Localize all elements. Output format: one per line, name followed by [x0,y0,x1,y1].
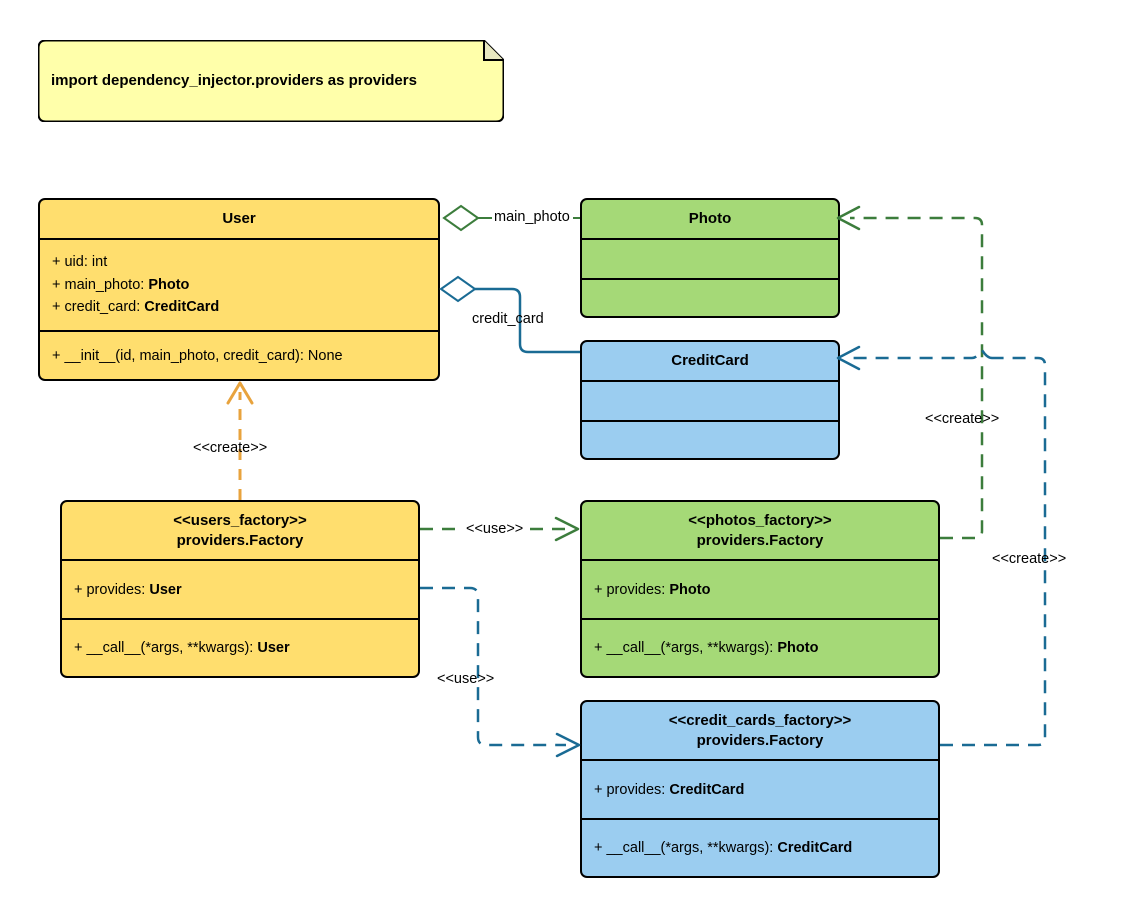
class-photo-attributes [582,240,838,280]
users-factory-call: + __call__(*args, **kwargs): User [74,640,290,656]
class-box-credit-cards-factory[interactable]: <<credit_cards_factory>> providers.Facto… [580,700,940,878]
credit-cards-factory-name: providers.Factory [696,731,824,749]
class-box-user[interactable]: User + uid: int + main_photo: Photo + cr… [38,198,440,381]
method-init: + __init__(id, main_photo, credit_card):… [52,347,343,364]
photos-factory-stereotype: <<photos_factory>> [688,511,832,529]
users-factory-methods: + __call__(*args, **kwargs): User [62,620,418,676]
class-photo-header: Photo [582,200,838,240]
users-factory-header: <<users_factory>> providers.Factory [62,502,418,561]
edge-label-credit-card: credit_card [472,311,544,327]
credit-cards-factory-methods: + __call__(*args, **kwargs): CreditCard [582,820,938,876]
class-user-methods: + __init__(id, main_photo, credit_card):… [40,332,438,379]
credit-cards-factory-call-type: CreditCard [777,840,853,856]
attribute-uid: + uid: int [52,254,108,271]
attribute-credit-card: + credit_card: CreditCard [52,299,220,316]
relation-photos-factory-create [836,205,984,540]
import-note: import dependency_injector.providers as … [38,40,504,122]
users-factory-attributes: + provides: User [62,561,418,620]
users-factory-call-type: User [257,640,290,656]
class-creditcard-attributes [582,382,838,422]
credit-cards-factory-provides-type: CreditCard [669,781,745,798]
class-creditcard-header: CreditCard [582,342,838,382]
class-box-users-factory[interactable]: <<users_factory>> providers.Factory + pr… [60,500,420,678]
users-factory-name: providers.Factory [176,531,304,549]
users-factory-provides-type: User [149,581,182,598]
class-box-photo[interactable]: Photo [580,198,840,318]
photos-factory-call-type: Photo [777,640,819,656]
edge-label-main-photo: main_photo [494,209,570,225]
class-creditcard-name: CreditCard [671,352,749,370]
users-factory-stereotype: <<users_factory>> [173,511,307,529]
edge-label-credit-cards-factory-create: <<create>> [992,551,1067,567]
credit-cards-factory-attributes: + provides: CreditCard [582,761,938,820]
class-photo-methods [582,280,838,316]
users-factory-provides: + provides: User [74,581,182,598]
edge-label-use-photos: <<use>> [463,521,527,537]
photos-factory-name: providers.Factory [696,531,824,549]
class-photo-name: Photo [688,210,732,228]
attribute-main-photo-type: Photo [148,276,190,293]
credit-cards-factory-call: + __call__(*args, **kwargs): CreditCard [594,840,853,856]
class-box-creditcard[interactable]: CreditCard [580,340,840,460]
class-user-name: User [222,210,256,228]
edge-label-users-factory-create: <<create>> [193,440,268,456]
credit-cards-factory-provides: + provides: CreditCard [594,781,745,798]
credit-cards-factory-stereotype: <<credit_cards_factory>> [668,711,852,729]
class-user-header: User [40,200,438,240]
photos-factory-provides: + provides: Photo [594,581,711,598]
photos-factory-header: <<photos_factory>> providers.Factory [582,502,938,561]
photos-factory-attributes: + provides: Photo [582,561,938,620]
class-box-photos-factory[interactable]: <<photos_factory>> providers.Factory + p… [580,500,940,678]
photos-factory-call: + __call__(*args, **kwargs): Photo [594,640,819,656]
photos-factory-provides-type: Photo [669,581,711,598]
class-user-attributes: + uid: int + main_photo: Photo + credit_… [40,240,438,332]
import-note-text: import dependency_injector.providers as … [51,72,417,89]
edge-label-photos-factory-create: <<create>> [925,411,1000,427]
class-creditcard-methods [582,422,838,458]
attribute-credit-card-type: CreditCard [144,299,220,316]
credit-cards-factory-header: <<credit_cards_factory>> providers.Facto… [582,702,938,761]
attribute-main-photo: + main_photo: Photo [52,276,190,293]
photos-factory-methods: + __call__(*args, **kwargs): Photo [582,620,938,676]
edge-label-use-credit-cards: <<use>> [437,671,495,687]
